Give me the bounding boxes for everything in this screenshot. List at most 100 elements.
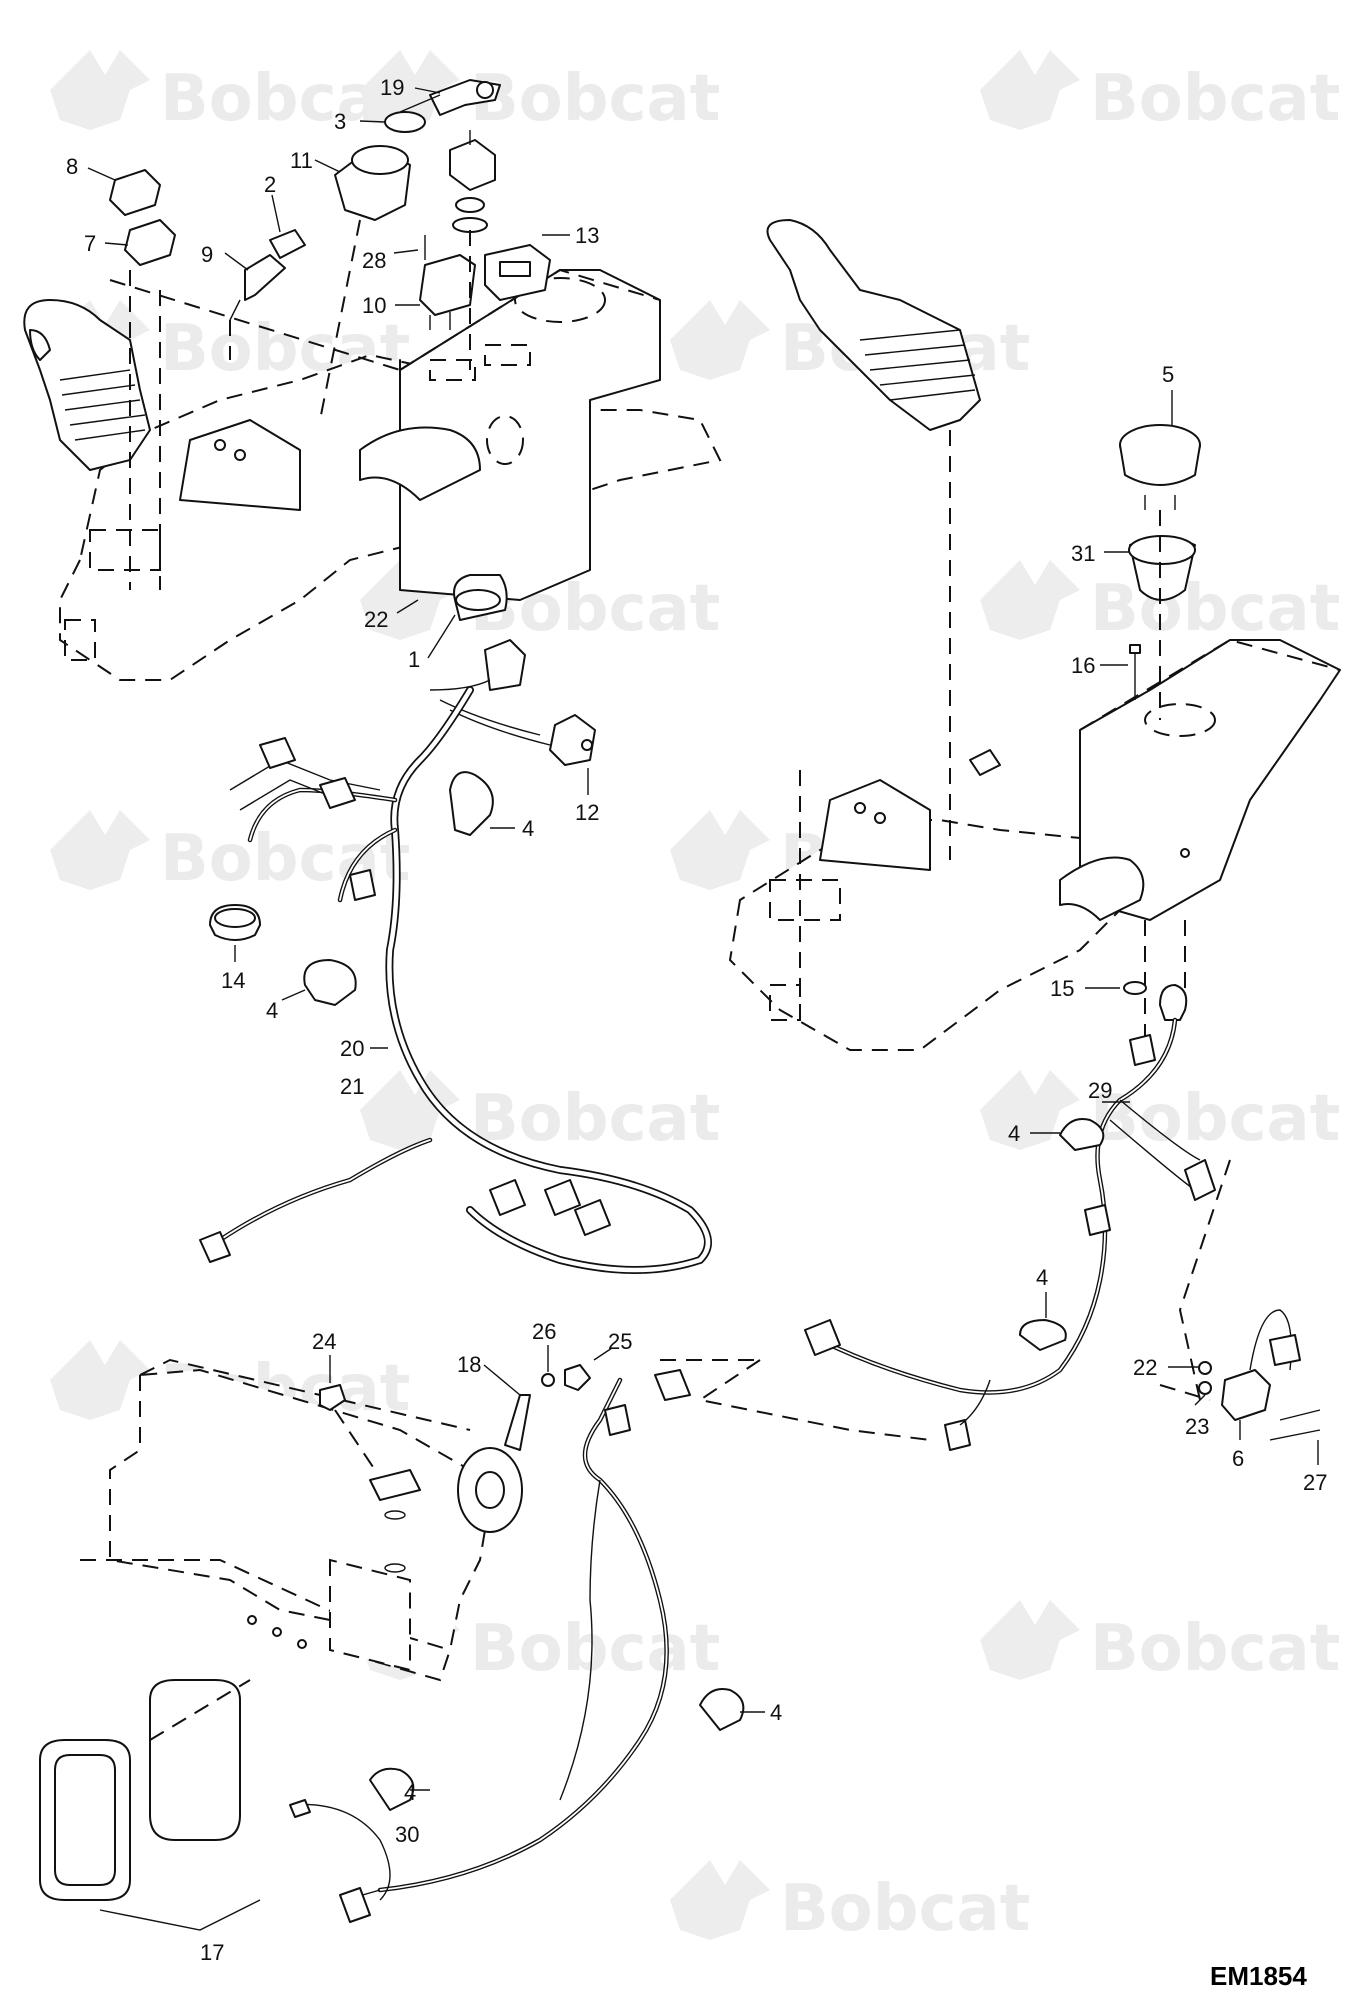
ignition-switch-face xyxy=(351,145,409,175)
joystick-trigger xyxy=(29,329,51,361)
harness-connector xyxy=(1084,1204,1111,1236)
armrest-hump xyxy=(359,426,481,501)
watermark-text: Bobcat xyxy=(470,1082,720,1156)
callout-24: 24 xyxy=(312,1329,336,1383)
right-console-assembly xyxy=(728,638,1341,1051)
callout-14: 14 xyxy=(221,945,245,993)
plug-pin xyxy=(581,739,593,751)
switch-cutout xyxy=(429,359,476,381)
grommet-top xyxy=(214,908,256,928)
horn-center xyxy=(475,1471,505,1509)
callout-4c: 4 xyxy=(1008,1121,1060,1146)
callout-label-7: 7 xyxy=(84,231,96,256)
washer-15 xyxy=(1123,981,1147,995)
callout-13: 13 xyxy=(542,223,599,248)
callout-4b: 4 xyxy=(266,989,306,1023)
harness-connector xyxy=(489,1179,526,1216)
harness-connector xyxy=(259,737,296,769)
right-console-bore xyxy=(1144,703,1216,737)
bobcat-logo-icon xyxy=(670,1860,770,1940)
callout-label-31: 31 xyxy=(1071,541,1095,566)
callout-5: 5 xyxy=(1162,362,1174,425)
bobcat-logo-icon xyxy=(50,1340,150,1420)
hourmeter-body xyxy=(244,254,286,301)
callout-label-28: 28 xyxy=(362,248,386,273)
bolt-head xyxy=(1129,644,1141,654)
watermark: Bobcat xyxy=(980,50,1340,136)
o-ring xyxy=(384,111,426,133)
alignment-line xyxy=(334,1409,376,1471)
washer xyxy=(455,197,485,213)
master-switch-face xyxy=(455,589,501,611)
nut xyxy=(452,217,488,233)
key-ring-hole xyxy=(476,81,494,99)
bolt-27 xyxy=(1269,1429,1321,1441)
harness-plug-12 xyxy=(549,714,596,766)
bobcat-logo-icon xyxy=(980,560,1080,640)
nut-22 xyxy=(1198,1361,1212,1375)
callout-label-4d: 4 xyxy=(1036,1265,1048,1290)
left-joystick xyxy=(23,299,151,471)
frame-lower xyxy=(80,1559,451,1651)
right-gauge-group xyxy=(1119,424,1201,720)
callout-7: 7 xyxy=(84,231,129,256)
callout-label-4c: 4 xyxy=(1008,1121,1020,1146)
hole xyxy=(384,1510,406,1520)
watermark-text: Bobcat xyxy=(780,1872,1030,1946)
cable-clamp xyxy=(699,1688,745,1731)
cable-clamp xyxy=(449,771,494,836)
callout-4f: 4 xyxy=(404,1780,430,1805)
callout-11: 11 xyxy=(290,148,341,173)
callout-28: 28 xyxy=(362,248,419,273)
callout-label-25: 25 xyxy=(608,1329,632,1354)
gauge-body xyxy=(1119,444,1201,486)
work-light-housing xyxy=(149,1679,241,1841)
lower-harness-branch xyxy=(559,1479,601,1801)
callout-8: 8 xyxy=(66,154,116,181)
callout-label-4a: 4 xyxy=(522,816,534,841)
relay-connector xyxy=(484,639,526,691)
harness-connector xyxy=(349,869,376,901)
harness-connector xyxy=(199,1231,231,1263)
console-cutout xyxy=(769,984,801,1021)
callout-label-5: 5 xyxy=(1162,362,1174,387)
callout-label-24: 24 xyxy=(312,1329,336,1354)
callout-23: 23 xyxy=(1185,1394,1209,1439)
bobcat-logo-icon xyxy=(670,810,770,890)
callout-20: 20 xyxy=(340,1036,388,1061)
washer-23 xyxy=(1198,1381,1212,1395)
callout-1: 1 xyxy=(408,614,456,672)
relay-block xyxy=(419,254,476,316)
callout-6: 6 xyxy=(1232,1420,1244,1471)
watermark-text: Bobcat xyxy=(470,62,720,136)
watermark-text: Bobcat xyxy=(1090,62,1340,136)
gauge-bezel-rim xyxy=(1128,535,1196,565)
harness-branch xyxy=(959,1379,991,1426)
hole xyxy=(247,1615,257,1625)
hole xyxy=(297,1639,307,1649)
left-console-bore xyxy=(514,277,606,323)
small-clip xyxy=(969,749,1001,776)
callout-18: 18 xyxy=(457,1352,521,1396)
callout-3: 3 xyxy=(334,109,386,134)
hourmeter-bracket xyxy=(269,229,306,259)
callout-label-1: 1 xyxy=(408,647,420,672)
harness-connector xyxy=(1129,1034,1156,1066)
harness-connector xyxy=(574,1199,611,1236)
alignment-line xyxy=(319,219,361,421)
callout-label-14: 14 xyxy=(221,968,245,993)
left-console-top-edge xyxy=(399,268,661,371)
bobcat-logo-icon xyxy=(980,1070,1080,1150)
callout-label-8: 8 xyxy=(66,154,78,179)
harness-connector xyxy=(654,1369,691,1401)
callout-2: 2 xyxy=(264,172,281,233)
harness-fanout xyxy=(229,759,381,811)
watermark: Bobcat xyxy=(980,1600,1340,1686)
callout-label-26: 26 xyxy=(532,1319,556,1344)
joystick-grip xyxy=(23,299,151,471)
top-switch-group xyxy=(109,79,551,590)
alignment-line xyxy=(697,1359,931,1441)
watermark-text: Bobcat xyxy=(1090,572,1340,646)
callout-label-18: 18 xyxy=(457,1352,481,1377)
callout-label-4b: 4 xyxy=(266,998,278,1023)
